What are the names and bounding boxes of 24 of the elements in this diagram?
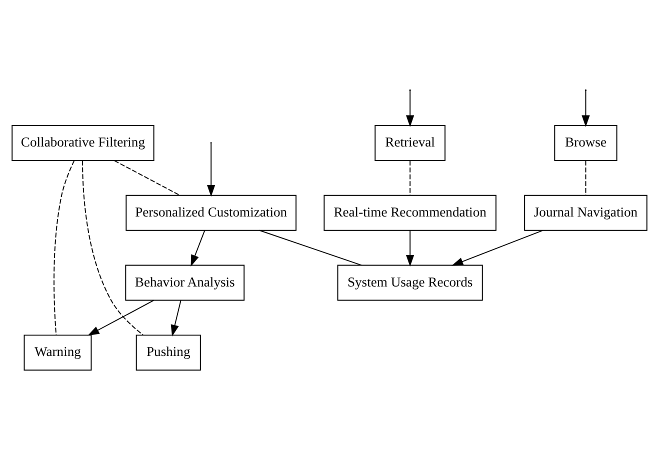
- node-box: Browse: [554, 124, 618, 160]
- node-box: Journal Navigation: [524, 194, 648, 230]
- node-box: Warning: [24, 334, 92, 370]
- connector: [82, 160, 144, 335]
- node-box: Collaborative Filtering: [12, 124, 154, 160]
- connector: [114, 160, 180, 196]
- node-box: Pushing: [136, 334, 201, 370]
- arrow: [406, 90, 414, 126]
- connector: [259, 229, 362, 266]
- arrow: [190, 230, 206, 266]
- arrow: [88, 299, 154, 336]
- connector: [585, 160, 586, 196]
- node-box: Retrieval: [374, 124, 446, 160]
- node-box: System Usage Records: [337, 264, 483, 300]
- connector: [54, 160, 75, 335]
- node-box: Behavior Analysis: [125, 264, 245, 300]
- node-box: Personalized Customization: [126, 194, 296, 230]
- arrow: [170, 300, 182, 336]
- arrow: [452, 229, 544, 266]
- connector: [410, 160, 411, 196]
- arrow: [406, 230, 414, 266]
- arrow: [207, 143, 216, 196]
- arrow: [582, 90, 590, 126]
- node-box: Real-time Recommendation: [324, 194, 496, 230]
